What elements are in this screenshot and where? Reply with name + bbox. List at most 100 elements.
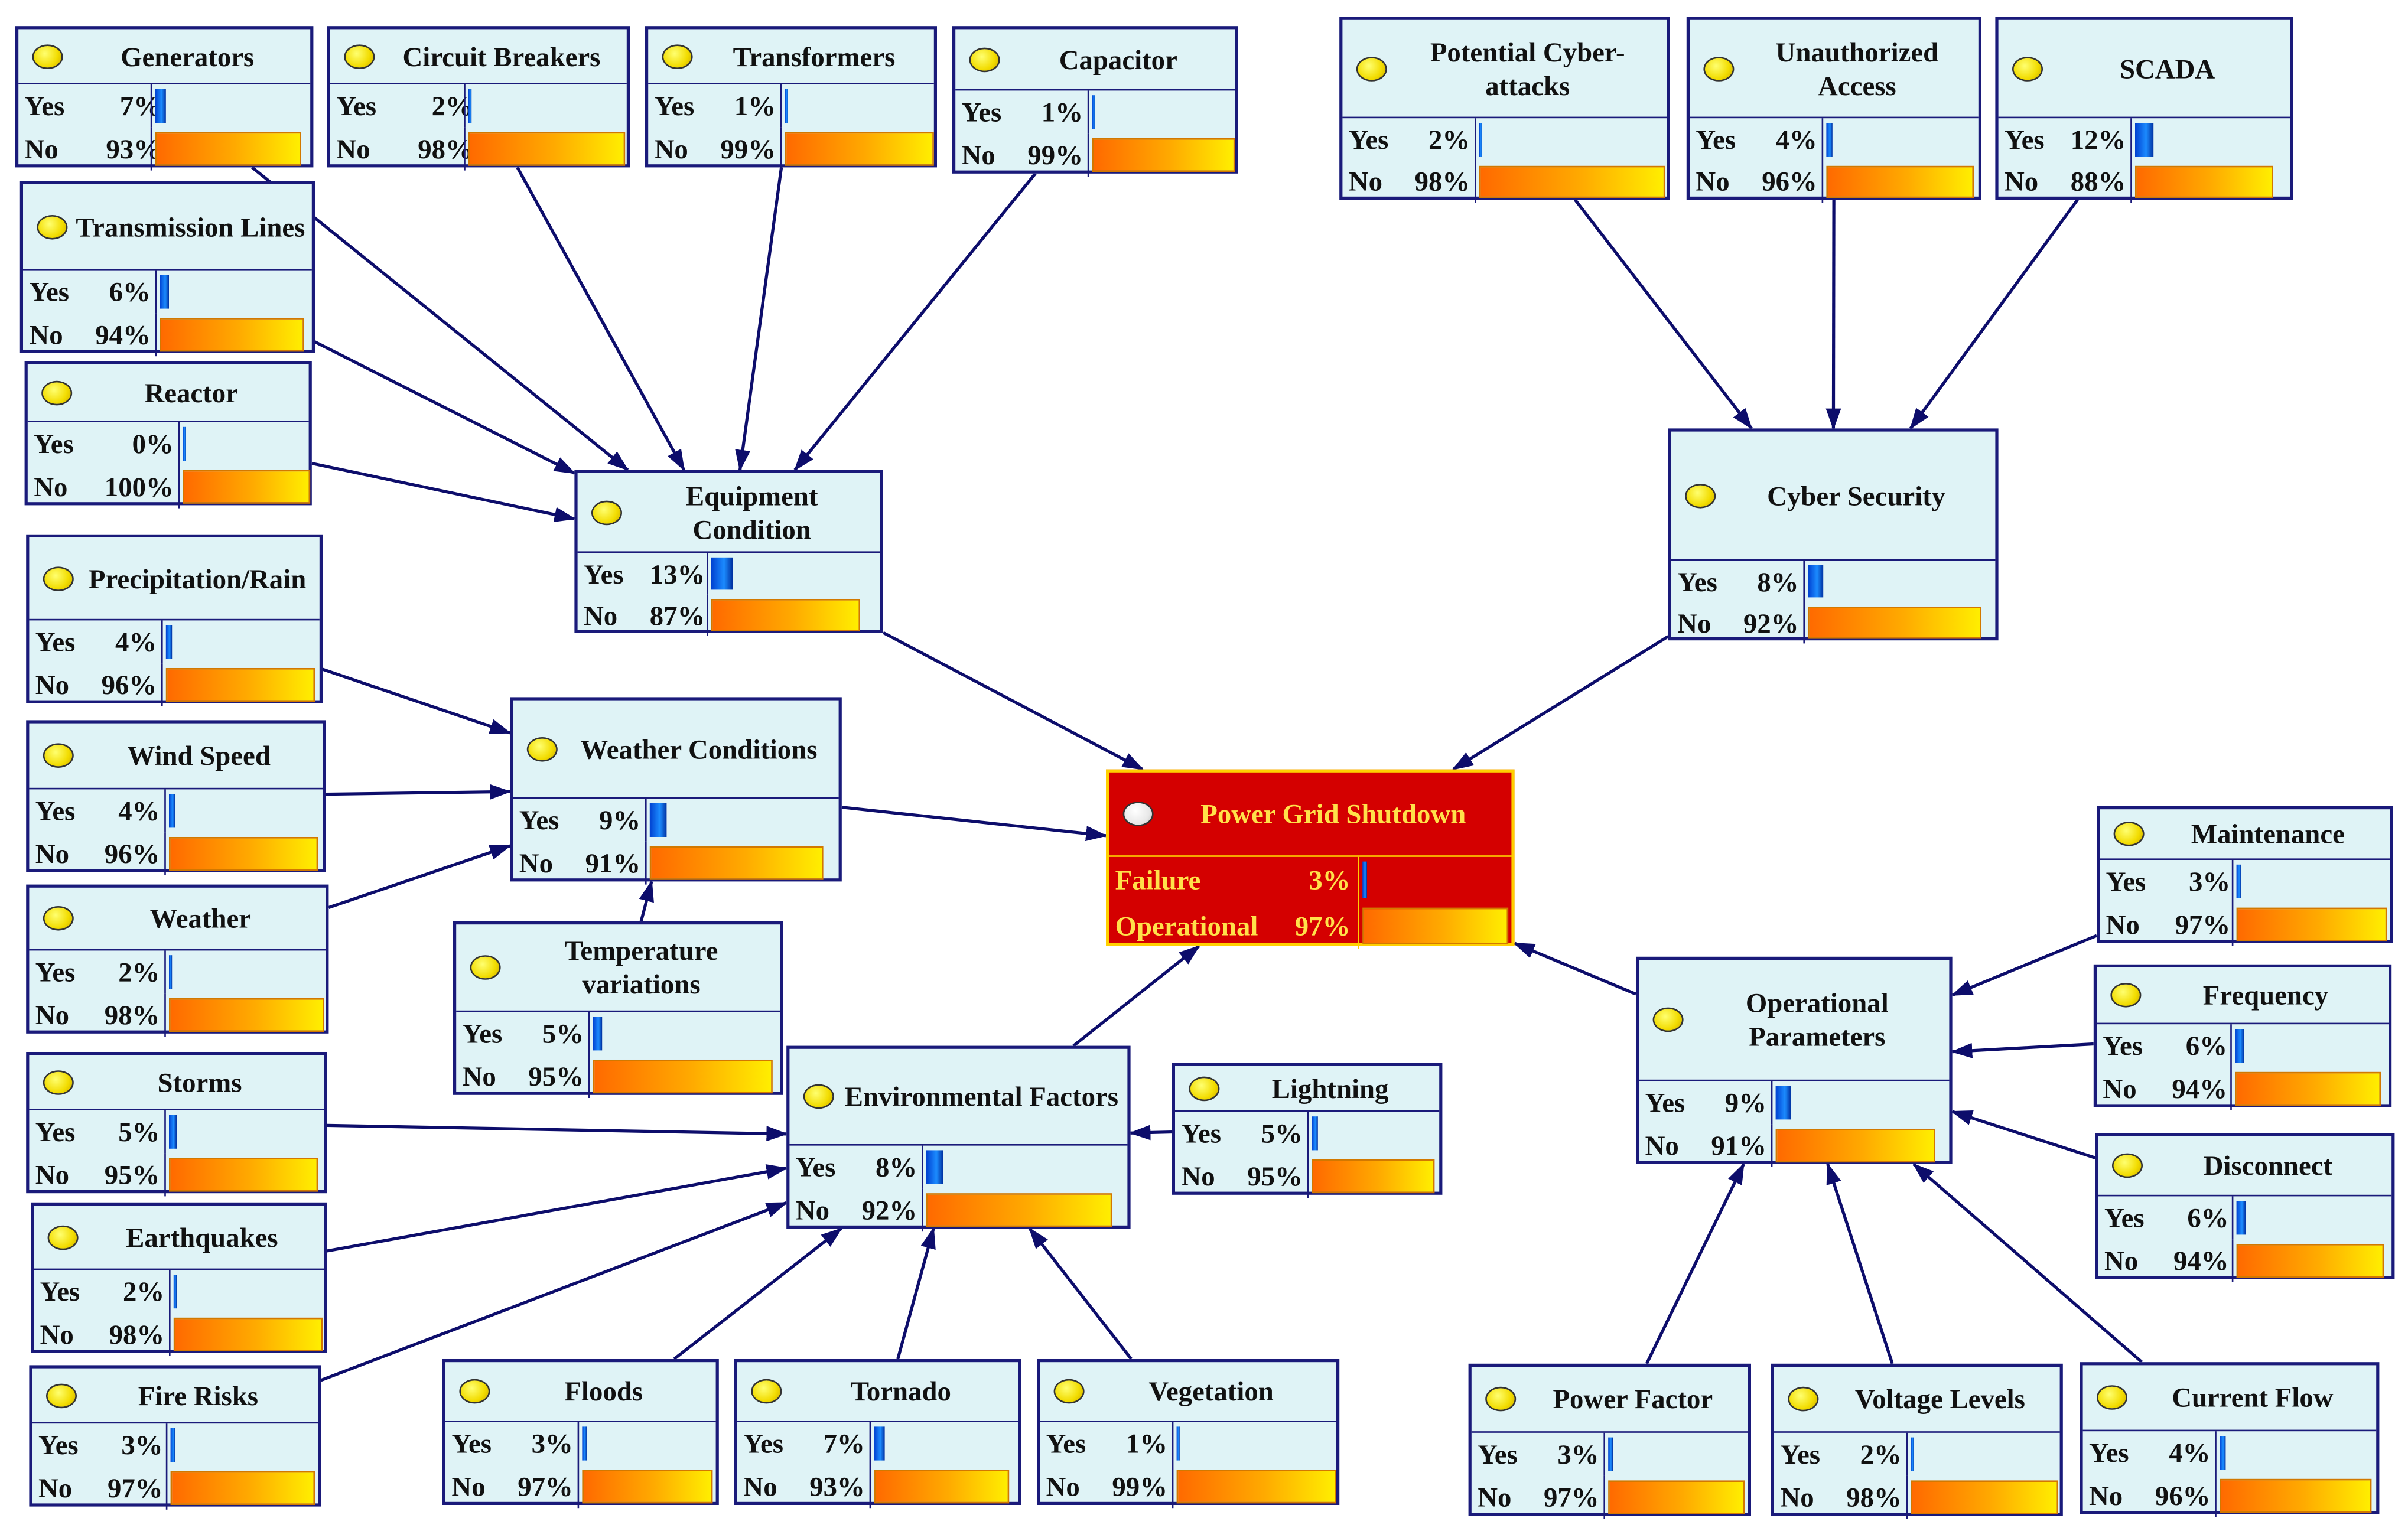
status-dot-icon[interactable] — [1485, 1386, 1517, 1412]
status-dot-icon[interactable] — [1652, 1007, 1684, 1032]
status-dot-icon[interactable] — [1703, 56, 1735, 81]
status-dot-icon[interactable] — [37, 214, 68, 239]
status-dot-icon[interactable] — [803, 1084, 834, 1109]
status-dot-icon[interactable] — [969, 47, 1000, 71]
status-dot-icon[interactable] — [1122, 802, 1154, 826]
status-dot-icon[interactable] — [47, 1224, 79, 1250]
status-dot-icon[interactable] — [662, 44, 693, 69]
status-dot-icon[interactable] — [2110, 983, 2142, 1008]
status-dot-icon[interactable] — [591, 500, 622, 524]
status-dot-icon[interactable] — [526, 736, 558, 761]
status-dot-icon[interactable] — [41, 380, 73, 405]
status-dot-icon[interactable] — [2012, 56, 2043, 81]
status-dot-icon[interactable] — [1685, 483, 1716, 508]
status-dot-icon[interactable] — [1788, 1386, 1819, 1412]
status-dot-icon[interactable] — [43, 906, 74, 931]
status-dot-icon[interactable] — [43, 566, 74, 591]
status-dot-icon[interactable] — [751, 1379, 782, 1404]
status-dot-icon[interactable] — [1053, 1379, 1085, 1404]
status-dot-icon[interactable] — [2111, 1153, 2143, 1178]
status-dot-icon[interactable] — [1356, 56, 1387, 81]
status-dot-icon[interactable] — [2096, 1385, 2127, 1410]
status-dot-icon[interactable] — [459, 1379, 490, 1404]
